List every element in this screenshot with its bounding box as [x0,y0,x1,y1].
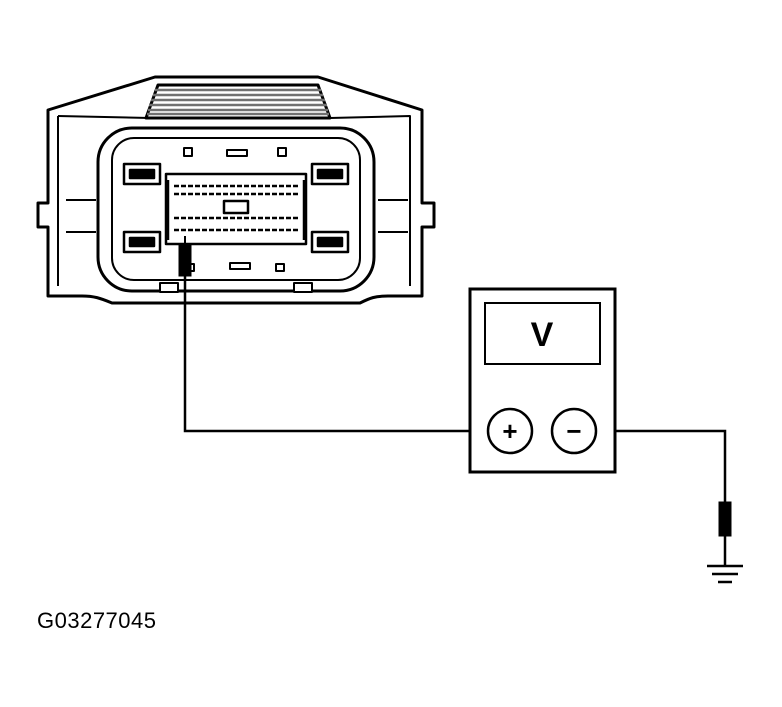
housing-inner-frame [57,115,411,286]
positive-terminal-symbol: + [502,416,517,446]
key-bottom-right [275,263,285,272]
negative-terminal [550,407,598,455]
key-top-left [183,147,193,157]
lock-clip-bottom-left [122,230,162,254]
positive-terminal [486,407,534,455]
positive-lead-wire [183,276,487,433]
test-leads [183,276,727,502]
key-top-center [226,149,248,157]
positive-test-probe [178,236,192,277]
lock-clip-top-left [122,162,162,186]
terminal-side-bars [166,180,306,240]
terminal-center-key [222,199,250,215]
negative-probe-tip [718,501,732,537]
lock-clip-bottom-right [310,230,350,254]
ground-symbol-icon [707,564,743,584]
foot-right [293,282,313,293]
voltmeter-display [484,302,601,365]
side-ribs [66,199,408,233]
lock-clip-top-right [310,162,350,186]
negative-lead-wire [597,429,727,502]
electrical-connector [36,75,436,305]
probe-tip [178,243,192,277]
voltmeter-display-symbol: V [531,316,554,354]
negative-test-probe [718,501,732,566]
latch-hatching [147,88,329,116]
key-top-right [277,147,287,157]
negative-terminal-symbol: − [566,416,581,446]
foot-left [159,282,179,293]
voltmeter: V + − [468,287,617,474]
key-bottom-center [229,262,251,270]
figure-id: G03277045 [37,608,157,633]
